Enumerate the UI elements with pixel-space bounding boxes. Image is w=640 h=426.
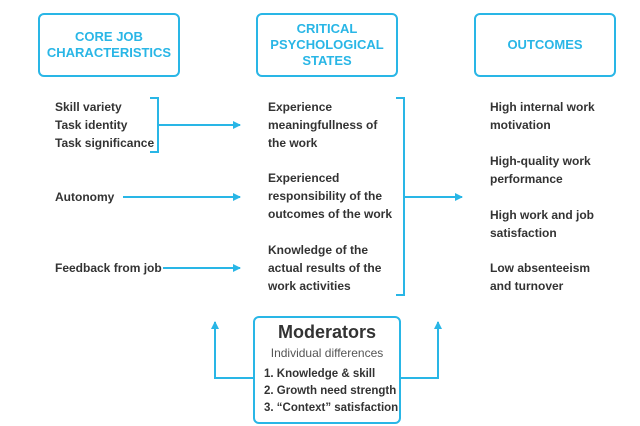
moderator-item: 2. Growth need strength — [264, 385, 397, 397]
characteristic-task-identity: Task identity — [55, 118, 128, 132]
moderator-arrow-right — [401, 321, 442, 379]
moderators-list: 1. Knowledge & skill 2. Growth need stre… — [255, 366, 399, 417]
outcome-motivation: High internal work motivation — [490, 100, 595, 132]
moderators-subtitle: Individual differences — [270, 346, 384, 360]
moderators-box: Moderators Individual differences 1. Kno… — [253, 316, 401, 424]
state-responsibility: Experienced responsibility of the outcom… — [268, 171, 393, 221]
characteristic-autonomy: Autonomy — [55, 190, 115, 204]
moderator-item: 1. Knowledge & skill — [264, 368, 376, 380]
moderators-title: Moderators — [277, 322, 376, 342]
characteristic-feedback: Feedback from job — [55, 261, 162, 275]
moderator-item: 3. “Context” satisfaction — [264, 402, 399, 414]
outcome-satisfaction: High work and job satisfaction — [490, 208, 594, 240]
characteristic-task-significance: Task significance — [55, 136, 155, 150]
state-meaningfulness: Experience meaningfullness of the work — [268, 100, 378, 150]
outcome-performance: High-quality work performance — [490, 154, 591, 186]
header-outcomes: OUTCOMES — [474, 13, 616, 77]
header-core-job-characteristics: CORE JOB CHARACTERISTICS — [38, 13, 180, 77]
states-bracket — [396, 97, 405, 296]
moderator-arrow-left — [211, 321, 253, 379]
header-critical-psychological-states: CRITICAL PSYCHOLOGICAL STATES — [256, 13, 398, 77]
state-knowledge-of-results: Knowledge of the actual results of the w… — [268, 243, 382, 293]
outcome-absenteeism: Low absenteeism and turnover — [490, 261, 591, 293]
characteristic-skill-variety: Skill variety — [55, 100, 122, 114]
